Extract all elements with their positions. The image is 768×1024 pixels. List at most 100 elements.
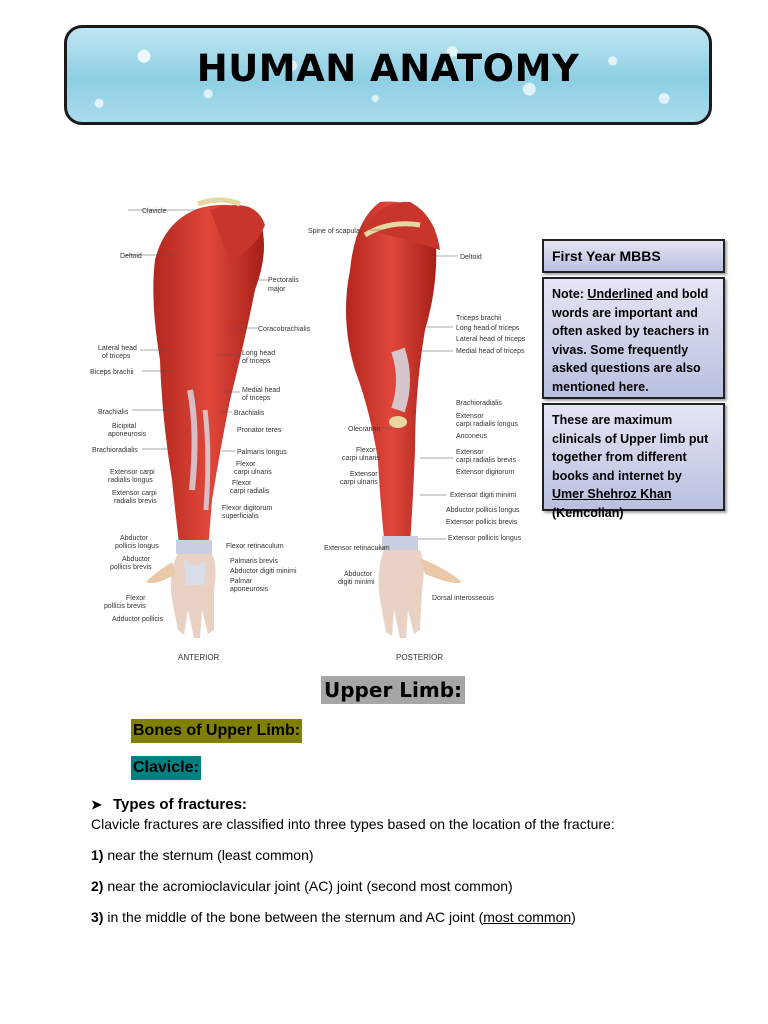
fracture-item-2: 2) near the acromioclavicular joint (AC)… xyxy=(91,877,513,895)
label-extensor-pollicis-longus: Extensor pollicis longus xyxy=(448,535,522,542)
arrow-bullet-icon: ➤ xyxy=(91,797,102,812)
label-long-head: Long head xyxy=(242,350,275,357)
label-carpi-ulnaris-ext: carpi ulnaris xyxy=(340,479,378,486)
item-text-after: ) xyxy=(571,909,576,925)
label-ext-carpi-1: Extensor carpi xyxy=(110,469,155,476)
note-part2: and bold words are important and often a… xyxy=(552,287,710,394)
heading-clavicle: Clavicle: xyxy=(131,756,201,780)
label-brachialis-left: Brachialis xyxy=(98,409,129,416)
posterior-arm xyxy=(346,201,462,638)
label-of-triceps-3: of triceps xyxy=(242,395,271,402)
label-extensor-pollicis-brevis: Extensor pollicis brevis xyxy=(446,519,518,526)
label-pectoralis: Pectoralis xyxy=(268,277,299,284)
label-anconeus: Anconeus xyxy=(456,433,488,440)
anterior-arm xyxy=(146,197,265,638)
note-underlined: Underlined xyxy=(587,287,653,301)
fractures-heading: Types of fractures: xyxy=(113,796,247,813)
item-text: near the sternum (least common) xyxy=(103,847,314,863)
label-pollicis-brevis-2: pollicis brevis xyxy=(104,603,146,610)
label-medial-head: Medial head xyxy=(242,387,280,394)
label-flexor-2: Flexor xyxy=(232,480,252,487)
label-palmaris-longus: Palmaris longus xyxy=(237,449,287,456)
label-superficialis: superficialis xyxy=(222,513,259,520)
label-extensor-1: Extensor xyxy=(456,413,484,420)
label-carpi-radialis: carpi radialis xyxy=(230,488,270,495)
label-abductor-2: Abductor xyxy=(122,556,151,563)
label-extensor-retinaculum: Extensor retinaculum xyxy=(324,545,390,552)
heading-upper-limb: Upper Limb: xyxy=(321,676,466,704)
label-of-triceps-1: of triceps xyxy=(102,353,131,360)
label-medial-head-post: Medial head of triceps xyxy=(456,348,525,355)
label-radialis-brevis: radialis brevis xyxy=(114,498,157,505)
label-brachialis-right: Brachialis xyxy=(234,410,265,417)
label-extensor-3: Extensor xyxy=(350,471,378,478)
label-anterior: ANTERIOR xyxy=(178,653,220,662)
item-text-before: in the middle of the bone between the st… xyxy=(103,909,484,925)
label-dorsal-interosseous: Dorsal interosseous xyxy=(432,595,494,602)
label-adductor-pollicis: Adductor pollicis xyxy=(112,616,163,623)
page-title: HUMAN ANATOMY xyxy=(196,46,580,90)
label-major: major xyxy=(268,286,286,293)
leader-lines xyxy=(125,209,458,549)
label-olecranon: Olecranon xyxy=(348,426,380,433)
label-lateral-head-post: Lateral head of triceps xyxy=(456,336,526,343)
label-flexor-retinaculum: Flexor retinaculum xyxy=(226,543,284,550)
year-box: First Year MBBS xyxy=(542,239,725,273)
label-extensor-2: Extensor xyxy=(456,449,484,456)
label-lateral-head: Lateral head xyxy=(98,345,137,352)
label-extensor-digiti-minimi: Extensor digiti minimi xyxy=(450,492,517,499)
year-text: First Year MBBS xyxy=(552,248,661,264)
fracture-item-1: 1) near the sternum (least common) xyxy=(91,846,314,864)
label-abductor-1: Abductor xyxy=(120,535,149,542)
item-text: near the acromioclavicular joint (AC) jo… xyxy=(103,878,513,894)
label-aponeurosis: aponeurosis xyxy=(108,431,147,438)
label-deltoid-post: Deltoid xyxy=(460,254,482,261)
label-clavicle: Clavicle xyxy=(142,208,167,215)
label-carpi-ulnaris-post: carpi ulnaris xyxy=(342,455,380,462)
label-ext-carpi-2: Extensor carpi xyxy=(112,490,157,497)
label-of-triceps-2: of triceps xyxy=(242,358,271,365)
label-palmar: Palmar xyxy=(230,578,253,585)
label-crb-post: carpi radialis brevis xyxy=(456,457,516,464)
label-pollicis-longus: pollicis longus xyxy=(115,543,159,550)
label-digiti-minimi-post: digiti minimi xyxy=(338,579,375,586)
label-brachioradialis: Brachioradialis xyxy=(92,447,138,454)
heading-bones: Bones of Upper Limb: xyxy=(131,719,303,743)
label-crl-post: carpi radialis longus xyxy=(456,421,518,428)
credits-part1: These are maximum clinicals of Upper lim… xyxy=(552,413,709,483)
label-bicipital: Bicipital xyxy=(112,423,137,430)
fractures-bullet: ➤ Types of fractures: xyxy=(91,795,247,815)
credits-box: These are maximum clinicals of Upper lim… xyxy=(542,403,725,520)
credits-part2: (Kemcolian) xyxy=(552,505,624,520)
label-aponeurosis-2: aponeurosis xyxy=(230,586,269,593)
label-carpi-ulnaris: carpi ulnaris xyxy=(234,469,272,476)
fractures-intro: Clavicle fractures are classified into t… xyxy=(91,816,615,832)
label-radialis-longus: radialis longus xyxy=(108,477,153,484)
item-number: 2) xyxy=(91,878,104,894)
label-flexor-3: Flexor xyxy=(126,595,146,602)
item-number: 3) xyxy=(91,909,104,925)
label-flexor-post: Flexor xyxy=(356,447,376,454)
title-banner: HUMAN ANATOMY xyxy=(64,25,712,125)
arm-muscles-svg: Clavicle Deltoid Pectoralis major Coraco… xyxy=(90,197,526,662)
label-long-head-post: Long head of triceps xyxy=(456,325,520,332)
note-part1: Note: xyxy=(552,287,588,301)
item-underlined: most common xyxy=(483,909,572,925)
label-abductor-post: Abductor xyxy=(344,571,373,578)
item-number: 1) xyxy=(91,847,104,863)
label-flexor-digitorum: Flexor digitorum xyxy=(222,505,272,512)
fracture-item-3: 3) in the middle of the bone between the… xyxy=(91,908,576,926)
label-palmaris-brevis: Palmaris brevis xyxy=(230,558,278,565)
label-flexor-1: Flexor xyxy=(236,461,256,468)
label-posterior: POSTERIOR xyxy=(396,653,443,662)
credits-author: Umer Shehroz Khan xyxy=(552,487,672,501)
label-biceps-brachii: Biceps brachii xyxy=(90,369,134,376)
posterior-labels: Spine of scapula Deltoid Triceps brachii… xyxy=(308,228,526,662)
label-coracobrachialis: Coracobrachialis xyxy=(258,326,311,333)
label-brachioradialis-post: Brachioradialis xyxy=(456,400,502,407)
label-extensor-digitorum: Extensor digitorum xyxy=(456,469,515,476)
label-abductor-pollicis-longus: Abductor pollicis longus xyxy=(446,507,520,514)
label-pronator-teres: Pronator teres xyxy=(237,427,282,434)
label-abductor-digiti-minimi: Abductor digiti minimi xyxy=(230,568,297,575)
arm-muscles-illustration: Clavicle Deltoid Pectoralis major Coraco… xyxy=(80,190,530,670)
